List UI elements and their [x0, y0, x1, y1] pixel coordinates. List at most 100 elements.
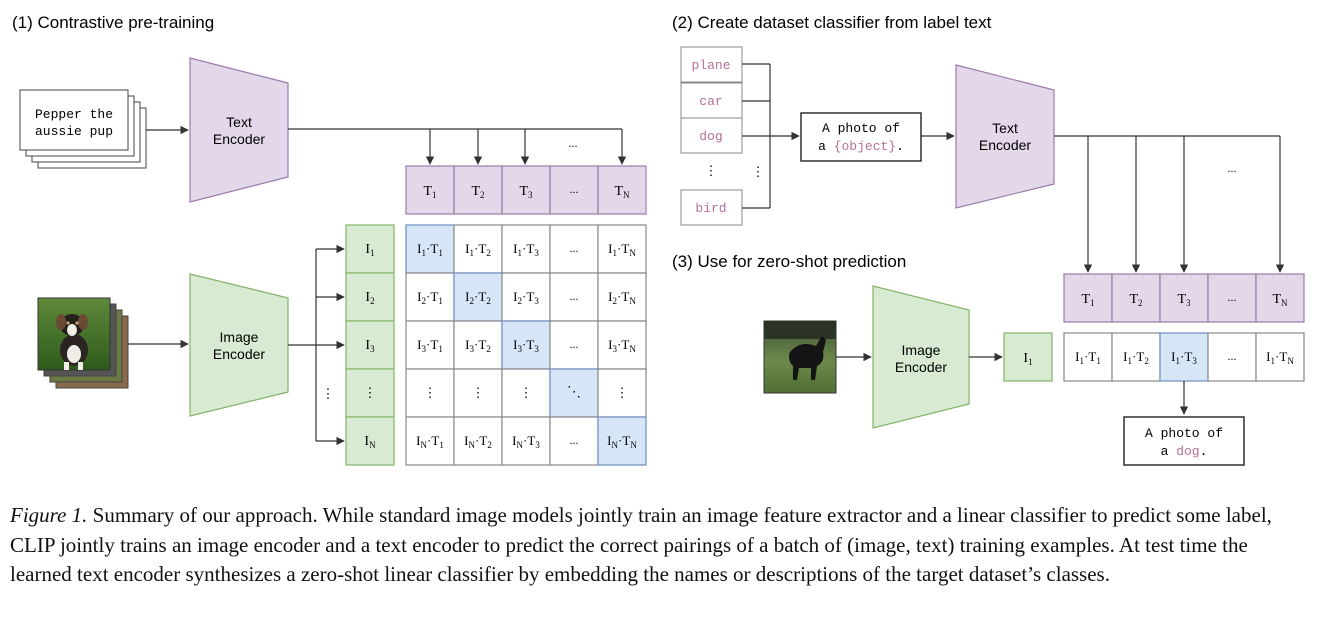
- zeroshot-image-embedding: I1: [1003, 332, 1053, 382]
- cell-label: ⋮: [424, 385, 437, 400]
- product-label: I3·T3: [513, 337, 539, 354]
- product-label: IN·T2: [464, 433, 492, 450]
- cell-label: IN: [364, 434, 376, 450]
- product-label: I3·T1: [417, 337, 443, 354]
- text-encoder-2-label-2: Encoder: [979, 137, 1031, 153]
- logit-cell: I1·T2: [1111, 332, 1161, 382]
- template-prefix: a: [818, 139, 834, 154]
- text-embedding-cell: TN: [597, 165, 647, 215]
- class-label-text: car: [699, 94, 722, 109]
- cell-label: T2: [1129, 292, 1142, 308]
- matrix-cell: I3·T2: [453, 320, 503, 370]
- cell-label: ...: [570, 433, 579, 447]
- prediction-label: dog: [1176, 444, 1199, 459]
- matrix-cell: ⋮: [597, 368, 647, 418]
- product-label: I1·T3: [513, 241, 539, 258]
- class-label-text: dog: [699, 129, 722, 144]
- figure-caption: Figure 1. Summary of our approach. While…: [10, 501, 1310, 590]
- logit-cell: I1·T1: [1063, 332, 1113, 382]
- text-embedding-cell: T2: [453, 165, 503, 215]
- product-label: I2·T1: [417, 289, 443, 306]
- input-text-stack: Pepper the aussie pup: [19, 89, 147, 169]
- image-encoder-2-label-2: Encoder: [895, 359, 947, 375]
- cell-label: TN: [614, 184, 630, 200]
- matrix-cell: I2·TN: [597, 272, 647, 322]
- image-embedding-cell: ⋮: [345, 368, 395, 418]
- section-title-classifier: (2) Create dataset classifier from label…: [672, 13, 992, 32]
- classifier-embedding-cell: T3: [1159, 273, 1209, 323]
- cell-label: ⋱: [567, 385, 581, 400]
- cell-label: ...: [570, 241, 579, 255]
- class-label-plane: plane: [680, 46, 743, 83]
- product-label: I1·T2: [1123, 349, 1149, 366]
- matrix-cell: I3·T1: [405, 320, 455, 370]
- class-label-car: car: [680, 82, 743, 119]
- classifier-embedding-cell: T1: [1063, 273, 1113, 323]
- product-label: I3·TN: [608, 337, 636, 354]
- matrix-cell: ...: [549, 416, 599, 466]
- matrix-cell: I1·TN: [597, 224, 647, 274]
- cell-label: T3: [1177, 292, 1191, 308]
- prompt-template: A photo of a {object}.: [800, 112, 922, 162]
- cell-label: ...: [570, 289, 579, 303]
- matrix-cell: I1·T2: [453, 224, 503, 274]
- image-encoder-label-1: Image: [220, 329, 259, 345]
- product-label: I1·T3: [1171, 349, 1197, 366]
- prediction-line-2: a dog.: [1161, 444, 1208, 459]
- input-image-stack: [37, 297, 129, 389]
- class-label-text: bird: [695, 201, 726, 216]
- cell-label: I2: [365, 290, 374, 306]
- section-title-zeroshot: (3) Use for zero-shot prediction: [672, 252, 906, 271]
- matrix-cell: ⋮: [405, 368, 455, 418]
- classifier-text-embedding-row: T1 T2 T3... TN: [1063, 273, 1305, 323]
- similarity-matrix: I1·T1 I1·T2 I1·T3... I1·TN I2·T1 I2·T2 I2·T3..…: [405, 224, 647, 466]
- cell-label: ⋮: [520, 385, 533, 400]
- text-embedding-cell: T3: [501, 165, 551, 215]
- matrix-cell: I2·T3: [501, 272, 551, 322]
- cell-label: ⋮: [616, 385, 629, 400]
- cell-label: T1: [1081, 292, 1094, 308]
- class-label-bird: bird: [680, 189, 743, 226]
- template-suffix: .: [896, 139, 904, 154]
- product-label: IN·TN: [607, 433, 637, 450]
- matrix-cell: I3·T3: [501, 320, 551, 370]
- logit-cell: ...: [1207, 332, 1257, 382]
- product-label: I2·T2: [465, 289, 491, 306]
- cell-label: T2: [471, 184, 484, 200]
- product-label: I2·TN: [608, 289, 636, 306]
- class-label-list: plane car dog ⋮ bird: [680, 46, 743, 226]
- product-label: I3·T2: [465, 337, 491, 354]
- class-label-vdots: ⋮: [705, 163, 718, 178]
- matrix-cell: ...: [549, 272, 599, 322]
- prediction-suffix: .: [1200, 444, 1208, 459]
- image-encoder-zeroshot: Image Encoder: [872, 285, 970, 429]
- classifier-embedding-cell: T2: [1111, 273, 1161, 323]
- cell-label: ...: [1228, 290, 1237, 304]
- text-embedding-cell: ...: [549, 165, 599, 215]
- section-title-pretraining: (1) Contrastive pre-training: [12, 13, 214, 32]
- text-encoder-label-2: Encoder: [213, 131, 265, 147]
- caption-label: Figure 1.: [10, 503, 88, 527]
- image-encoder-2-label-1: Image: [902, 342, 941, 358]
- logit-cell: I1·T3: [1159, 332, 1209, 382]
- product-label: I1·TN: [608, 241, 636, 258]
- classifier-embedding-cell: TN: [1255, 273, 1305, 323]
- product-label: I1·T2: [465, 241, 491, 258]
- text-encoder-pretraining: Text Encoder: [189, 57, 289, 203]
- matrix-cell: I2·T1: [405, 272, 455, 322]
- matrix-cell: ⋮: [453, 368, 503, 418]
- matrix-cell: I1·T1: [405, 224, 455, 274]
- classifier-embedding-cell: ...: [1207, 273, 1257, 323]
- image-encoder-pretraining: Image Encoder: [189, 273, 289, 417]
- label-connectors: [742, 63, 800, 209]
- matrix-cell: IN·T3: [501, 416, 551, 466]
- input-text-line-1: Pepper the: [35, 107, 113, 122]
- cell-label: T3: [519, 184, 533, 200]
- cell-label: ⋮: [472, 385, 485, 400]
- image-branch-vdots: ⋮: [322, 386, 335, 401]
- puppy-photo: [37, 297, 111, 371]
- image-encoder-label-2: Encoder: [213, 346, 265, 362]
